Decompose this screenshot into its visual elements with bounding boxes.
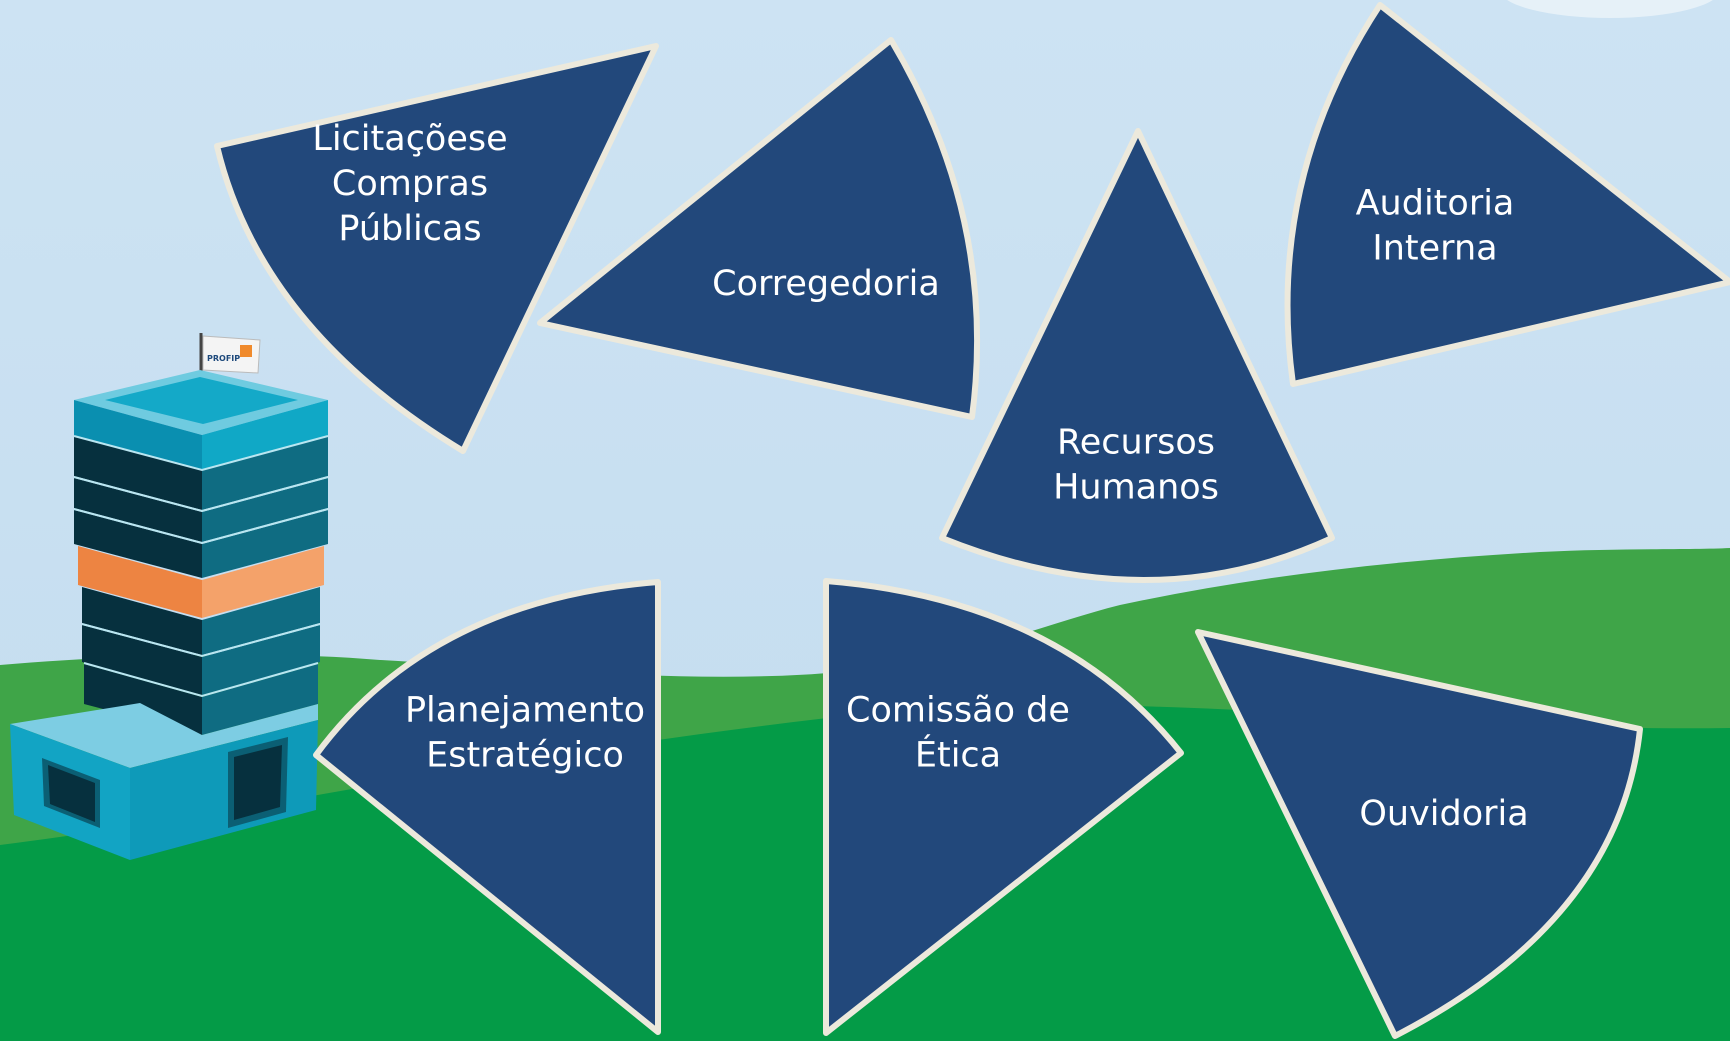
segment-label: Corregedoria bbox=[712, 264, 940, 304]
cloud bbox=[1507, 0, 1713, 18]
segment-label-line: Comissão de bbox=[846, 691, 1070, 731]
tower-floor-right bbox=[202, 436, 328, 510]
base-window-inner bbox=[48, 765, 95, 822]
segment-label-line: Licitaçõese bbox=[312, 119, 507, 159]
tower-floor-right bbox=[202, 510, 328, 578]
tower-floor-right bbox=[202, 587, 320, 655]
tower-floor-left bbox=[74, 510, 202, 578]
tower-orange-right bbox=[202, 546, 324, 618]
segment-label-line: Recursos bbox=[1057, 423, 1215, 463]
segment-label-line: Ouvidoria bbox=[1359, 794, 1528, 834]
segment-shape bbox=[823, 578, 1184, 1036]
floor-separators bbox=[73, 435, 329, 698]
tower-floor-left bbox=[82, 587, 202, 655]
segment-shape bbox=[939, 128, 1335, 583]
segment-ouvidoria: Ouvidoria bbox=[1195, 629, 1643, 1039]
tower-orange-left bbox=[78, 546, 202, 618]
segment-shape bbox=[313, 579, 661, 1035]
tower-floor-right bbox=[202, 664, 318, 735]
tower-top-left bbox=[74, 400, 202, 470]
tower-top-right bbox=[202, 400, 328, 470]
segment-label-line: Corregedoria bbox=[712, 264, 940, 304]
segment-shape bbox=[1284, 2, 1730, 387]
segment-shape bbox=[214, 43, 659, 454]
segment-label-line: Humanos bbox=[1053, 468, 1219, 508]
tower-floor-left bbox=[74, 478, 202, 542]
segment-label-line: Auditoria bbox=[1356, 184, 1515, 224]
flag-logo-mark bbox=[240, 345, 252, 357]
tower-floor-right bbox=[202, 625, 320, 695]
segment-label-line: Estratégico bbox=[426, 736, 624, 776]
base-roof bbox=[10, 703, 318, 768]
segment-label-line: Compras bbox=[332, 164, 488, 204]
building-illustration: PROFIP bbox=[10, 333, 329, 860]
segment-label-line: Públicas bbox=[338, 209, 481, 249]
tower-floor-left bbox=[82, 625, 202, 695]
base-door-inner bbox=[234, 745, 282, 820]
segment-corregedoria: Corregedoria bbox=[537, 37, 981, 420]
tower-floor-left bbox=[74, 436, 202, 510]
segment-label-line: Interna bbox=[1372, 229, 1497, 269]
segment-shape bbox=[1195, 629, 1643, 1039]
segment-label: Ouvidoria bbox=[1359, 794, 1528, 834]
segment-shape bbox=[537, 37, 981, 420]
tower-floor-left bbox=[84, 664, 202, 735]
segment-label-line: Ética bbox=[915, 734, 1001, 776]
building-roof-inset bbox=[105, 377, 298, 424]
flag-text: PROFIP bbox=[207, 354, 240, 363]
tower-floor-right bbox=[202, 478, 328, 542]
segment-label-line: Planejamento bbox=[405, 691, 645, 731]
